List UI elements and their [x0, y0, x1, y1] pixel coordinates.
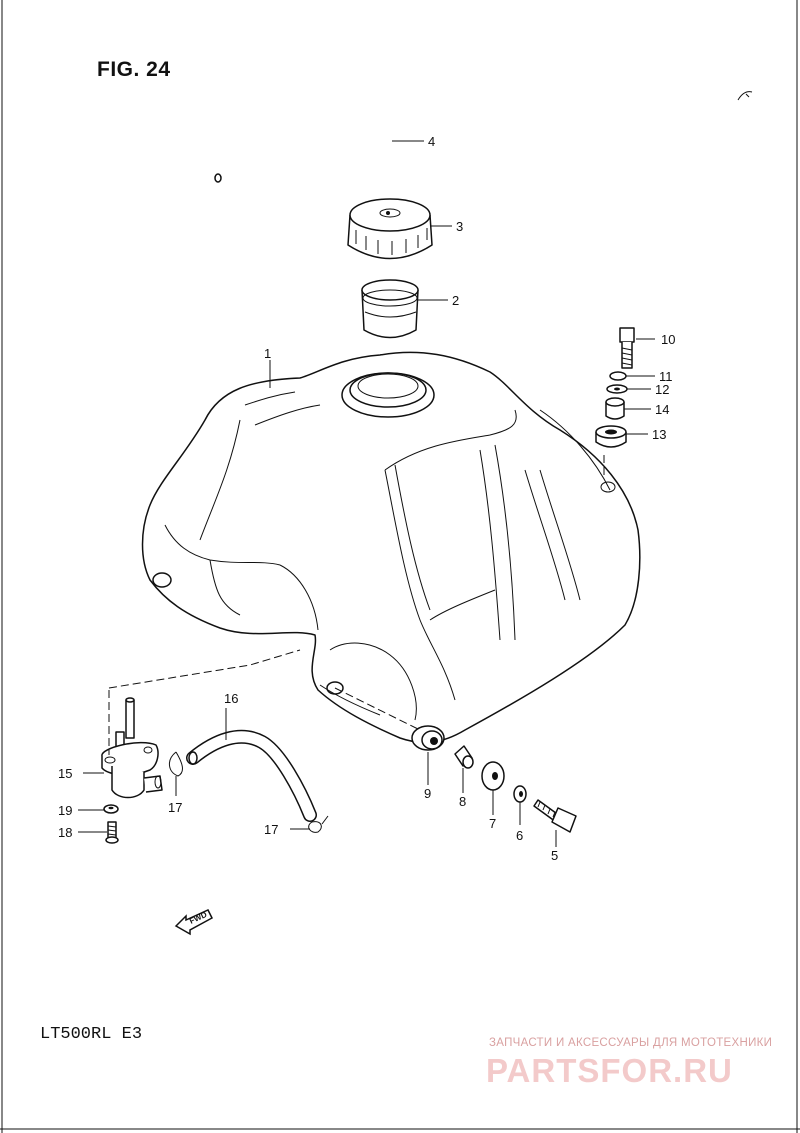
- part-7-washer: [481, 761, 505, 791]
- fwd-arrow-icon: FWD: [174, 909, 213, 936]
- callout-3: 3: [456, 219, 463, 234]
- callout-15: 15: [58, 766, 72, 781]
- corner-mark: [737, 91, 753, 101]
- callout-19: 19: [58, 803, 72, 818]
- part-17-clip-upper: [169, 751, 183, 777]
- callout-12: 12: [655, 382, 669, 397]
- part-19-washer: [103, 804, 119, 814]
- model-code: LT500RL E3: [40, 1025, 143, 1044]
- callout-17-upper: 17: [168, 800, 182, 815]
- part-3-fuel-cap: [347, 198, 433, 260]
- part-18-screw: [105, 821, 119, 844]
- part-12-washer: [606, 384, 628, 394]
- callout-13: 13: [652, 427, 666, 442]
- part-5-bolt: [533, 799, 577, 833]
- callout-17-lower: 17: [264, 822, 278, 837]
- callout-16: 16: [224, 691, 238, 706]
- part-1-fuel-tank: [141, 351, 641, 744]
- part-6-nut: [513, 785, 527, 803]
- guide-line-tank: [108, 649, 301, 689]
- callout-14: 14: [655, 402, 669, 417]
- guide-line-9: [334, 687, 421, 731]
- callout-2: 2: [452, 293, 459, 308]
- callout-7: 7: [489, 816, 496, 831]
- part-10-bolt: [619, 327, 635, 369]
- callout-8: 8: [459, 794, 466, 809]
- part-14-collar: [605, 397, 625, 420]
- callout-5: 5: [551, 848, 558, 863]
- part-11-nut: [609, 371, 627, 381]
- callout-11: 11: [659, 369, 673, 384]
- part-8-collar: [454, 745, 474, 769]
- callout-6: 6: [516, 828, 523, 843]
- part-17-clip-lower: [308, 815, 329, 833]
- figure-title: FIG. 24: [97, 58, 171, 81]
- part-13-grommet: [595, 425, 627, 448]
- part-16-fuel-hose: [186, 729, 317, 822]
- callout-4: 4: [428, 134, 435, 149]
- watermark-tagline: ЗАПЧАСТИ И АКСЕССУАРЫ ДЛЯ МОТОТЕХНИКИ: [489, 1037, 773, 1049]
- callout-18: 18: [58, 825, 72, 840]
- leader-lines: [78, 140, 655, 847]
- part-9-grommet: [411, 725, 445, 751]
- callout-9: 9: [424, 786, 431, 801]
- callout-10: 10: [661, 332, 675, 347]
- part-15-fuel-cock: [101, 697, 163, 799]
- part-4-breather-hose: [214, 114, 392, 188]
- callout-1: 1: [264, 346, 271, 361]
- part-2-filler-neck: [361, 279, 419, 339]
- watermark-logo: PARTSFOR.RU: [486, 1052, 733, 1089]
